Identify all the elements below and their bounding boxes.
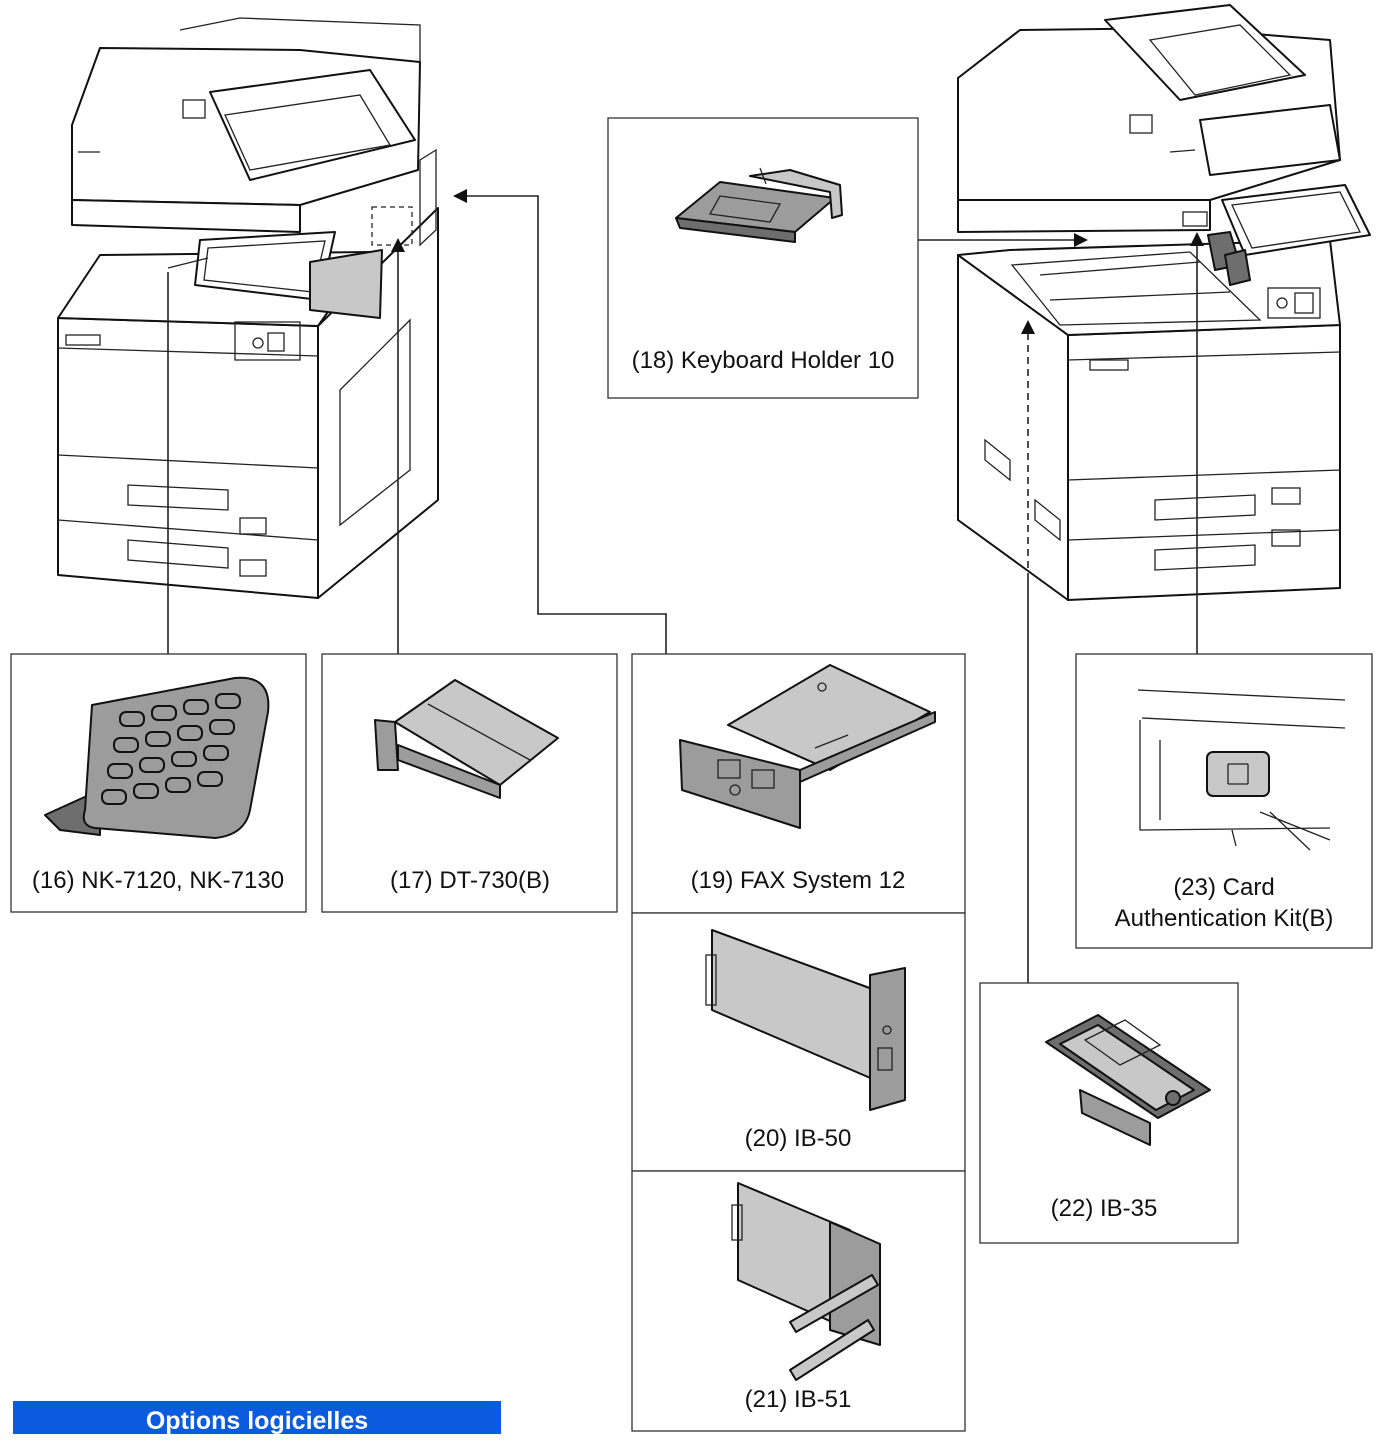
option-label-23-line2: Authentication Kit(B) — [1115, 905, 1334, 932]
option-box-21: (21) IB-51 — [631, 1170, 966, 1432]
option-label-18: (18) Keyboard Holder 10 — [632, 347, 895, 374]
left-printer-illustration — [57, 17, 439, 599]
option-label-16: (16) NK-7120, NK-7130 — [32, 867, 284, 894]
option-label-17: (17) DT-730(B) — [390, 867, 550, 894]
software-options-banner: Options logicielles — [13, 1401, 501, 1435]
option-box-20: (20) IB-50 — [631, 912, 966, 1172]
option-label-21: (21) IB-51 — [745, 1386, 852, 1413]
right-printer-illustration — [957, 4, 1371, 601]
fax-board-icon — [679, 664, 936, 829]
document-tray-icon — [374, 679, 559, 799]
option-label-20: (20) IB-50 — [745, 1125, 852, 1152]
network-card-icon — [705, 929, 906, 1111]
option-box-22: (22) IB-35 — [979, 982, 1239, 1244]
keyboard-holder-icon — [675, 167, 843, 243]
option-box-19: (19) FAX System 12 — [631, 653, 966, 914]
option-box-17: (17) DT-730(B) — [321, 653, 618, 913]
option-box-23: (23) Card Authentication Kit(B) — [1075, 653, 1373, 949]
option-box-18: (18) Keyboard Holder 10 — [607, 117, 919, 399]
numeric-keypad-icon — [44, 676, 270, 839]
wireless-card-icon — [731, 1182, 881, 1381]
option-label-23-line1: (23) Card — [1173, 874, 1274, 901]
connector-lines — [167, 189, 1204, 985]
option-label-19: (19) FAX System 12 — [691, 867, 906, 894]
card-reader-icon — [1137, 689, 1346, 851]
option-label-22: (22) IB-35 — [1051, 1195, 1158, 1222]
option-box-16: (16) NK-7120, NK-7130 — [10, 653, 307, 913]
wireless-module-icon — [1045, 1014, 1211, 1146]
